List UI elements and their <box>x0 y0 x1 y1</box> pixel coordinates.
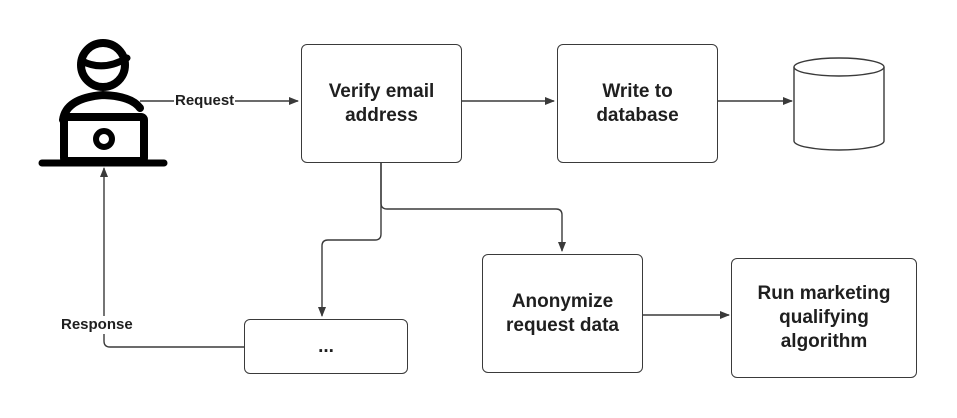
node-marketing: Run marketing qualifying algorithm <box>731 258 917 378</box>
edge-label-request: Request <box>174 92 236 110</box>
edge-verify-to-anonymize <box>380 163 566 252</box>
edge-verify-to-ellipsis <box>318 163 382 317</box>
database-cylinder-icon <box>793 57 885 151</box>
node-write-database: Write to database <box>557 44 718 163</box>
edge-response <box>100 167 244 348</box>
user-laptop-icon <box>38 39 168 167</box>
node-anonymize: Anonymize request data <box>482 254 643 373</box>
node-verify-email: Verify email address <box>301 44 462 163</box>
node-ellipsis: ... <box>244 319 408 374</box>
edge-label-response: Response <box>60 316 134 334</box>
